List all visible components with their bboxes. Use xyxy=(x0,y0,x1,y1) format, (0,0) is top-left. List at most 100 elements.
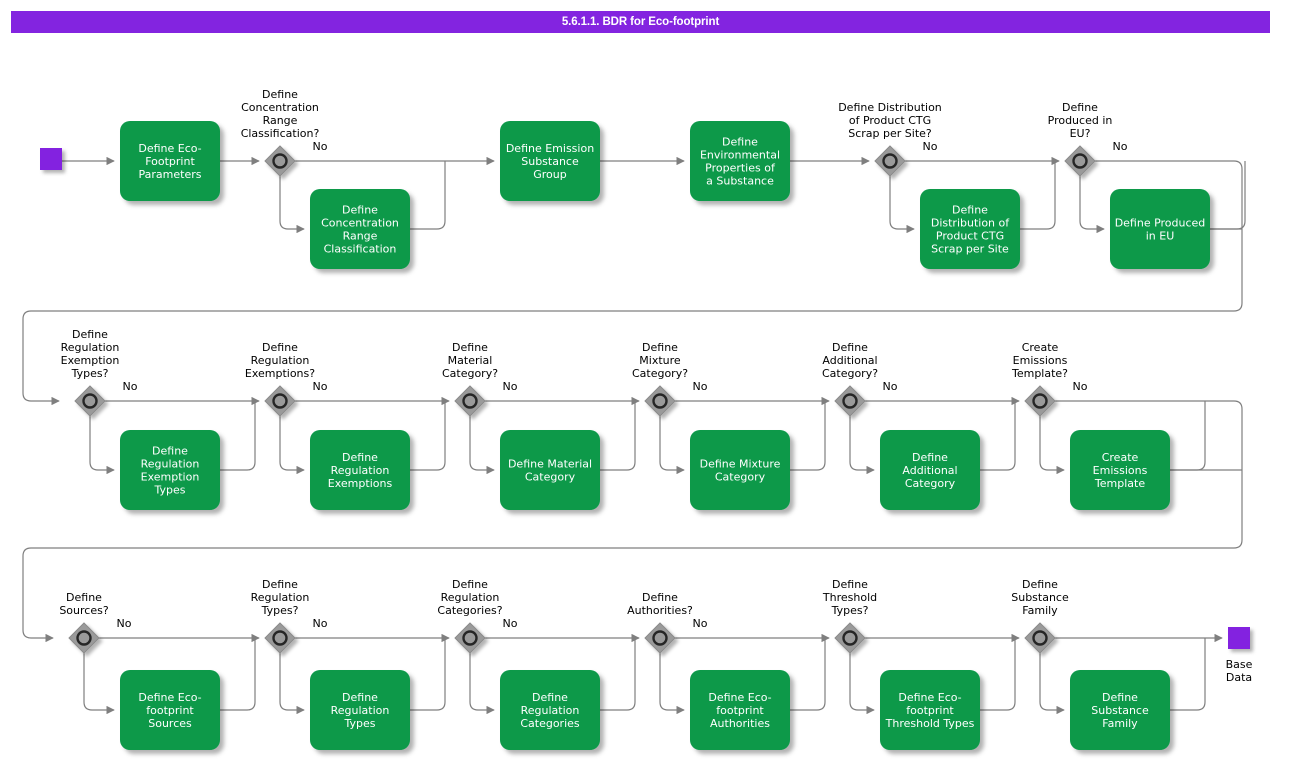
gateway-define-material-category-gateway[interactable] xyxy=(454,385,486,417)
gateway-define-distribution-of-product-ctg-scrap-per-site-gateway[interactable] xyxy=(874,145,906,177)
page-title: 5.6.1.1. BDR for Eco-footprint xyxy=(561,16,720,28)
gateway-define-additional-category-gateway[interactable] xyxy=(834,385,866,417)
connector xyxy=(279,653,305,715)
gateway-define-substance-family-gateway[interactable] xyxy=(1024,622,1056,654)
connector xyxy=(1039,653,1065,715)
gateway-define-authorities-gateway[interactable] xyxy=(644,622,676,654)
connector xyxy=(600,401,636,471)
gateway-define-regulation-types-gateway[interactable] xyxy=(264,622,296,654)
end-node[interactable] xyxy=(1228,627,1250,649)
connector xyxy=(22,400,1243,643)
connector xyxy=(279,416,305,475)
edge-label-no: No xyxy=(503,617,518,630)
edge-label-no: No xyxy=(1113,140,1128,153)
gateway-define-threshold-types-gateway[interactable] xyxy=(834,622,866,654)
edge-label-no: No xyxy=(693,617,708,630)
connector xyxy=(980,638,1016,711)
connector xyxy=(980,401,1016,471)
gateway-define-regulation-categories-gateway[interactable] xyxy=(454,622,486,654)
connector-layer xyxy=(22,156,1246,715)
edge-label-no: No xyxy=(923,140,938,153)
connector xyxy=(659,653,685,715)
edge-label-no: No xyxy=(117,617,132,630)
connector xyxy=(849,416,875,475)
gateway-define-regulation-exemptions-gateway[interactable] xyxy=(264,385,296,417)
connector xyxy=(469,416,495,475)
connector xyxy=(22,160,1243,406)
gateway-define-mixture-category-gateway[interactable] xyxy=(644,385,676,417)
connector xyxy=(220,638,256,711)
gateway-define-sources-gateway[interactable] xyxy=(68,622,100,654)
edge-label-no: No xyxy=(313,380,328,393)
connector xyxy=(659,416,685,475)
connector xyxy=(410,161,446,230)
connector xyxy=(1020,161,1056,230)
connector xyxy=(410,401,446,471)
gateway-create-emissions-template-gateway[interactable] xyxy=(1024,385,1056,417)
start-node[interactable] xyxy=(40,148,62,170)
connector xyxy=(790,638,826,711)
connector xyxy=(790,401,826,471)
gateway-define-concentration-range-classification-gateway[interactable] xyxy=(264,145,296,177)
connector xyxy=(1170,401,1206,471)
connector xyxy=(469,653,495,715)
gateway-define-regulation-exemption-types-gateway[interactable] xyxy=(74,385,106,417)
edge-label-no: No xyxy=(693,380,708,393)
connector xyxy=(279,176,305,234)
connector xyxy=(410,638,446,711)
connector xyxy=(889,176,915,234)
edge-label-no: No xyxy=(123,380,138,393)
gateway-define-produced-in-eu-gateway[interactable] xyxy=(1064,145,1096,177)
edge-label-no: No xyxy=(313,140,328,153)
edge-label-no: No xyxy=(313,617,328,630)
connector xyxy=(1079,176,1105,234)
